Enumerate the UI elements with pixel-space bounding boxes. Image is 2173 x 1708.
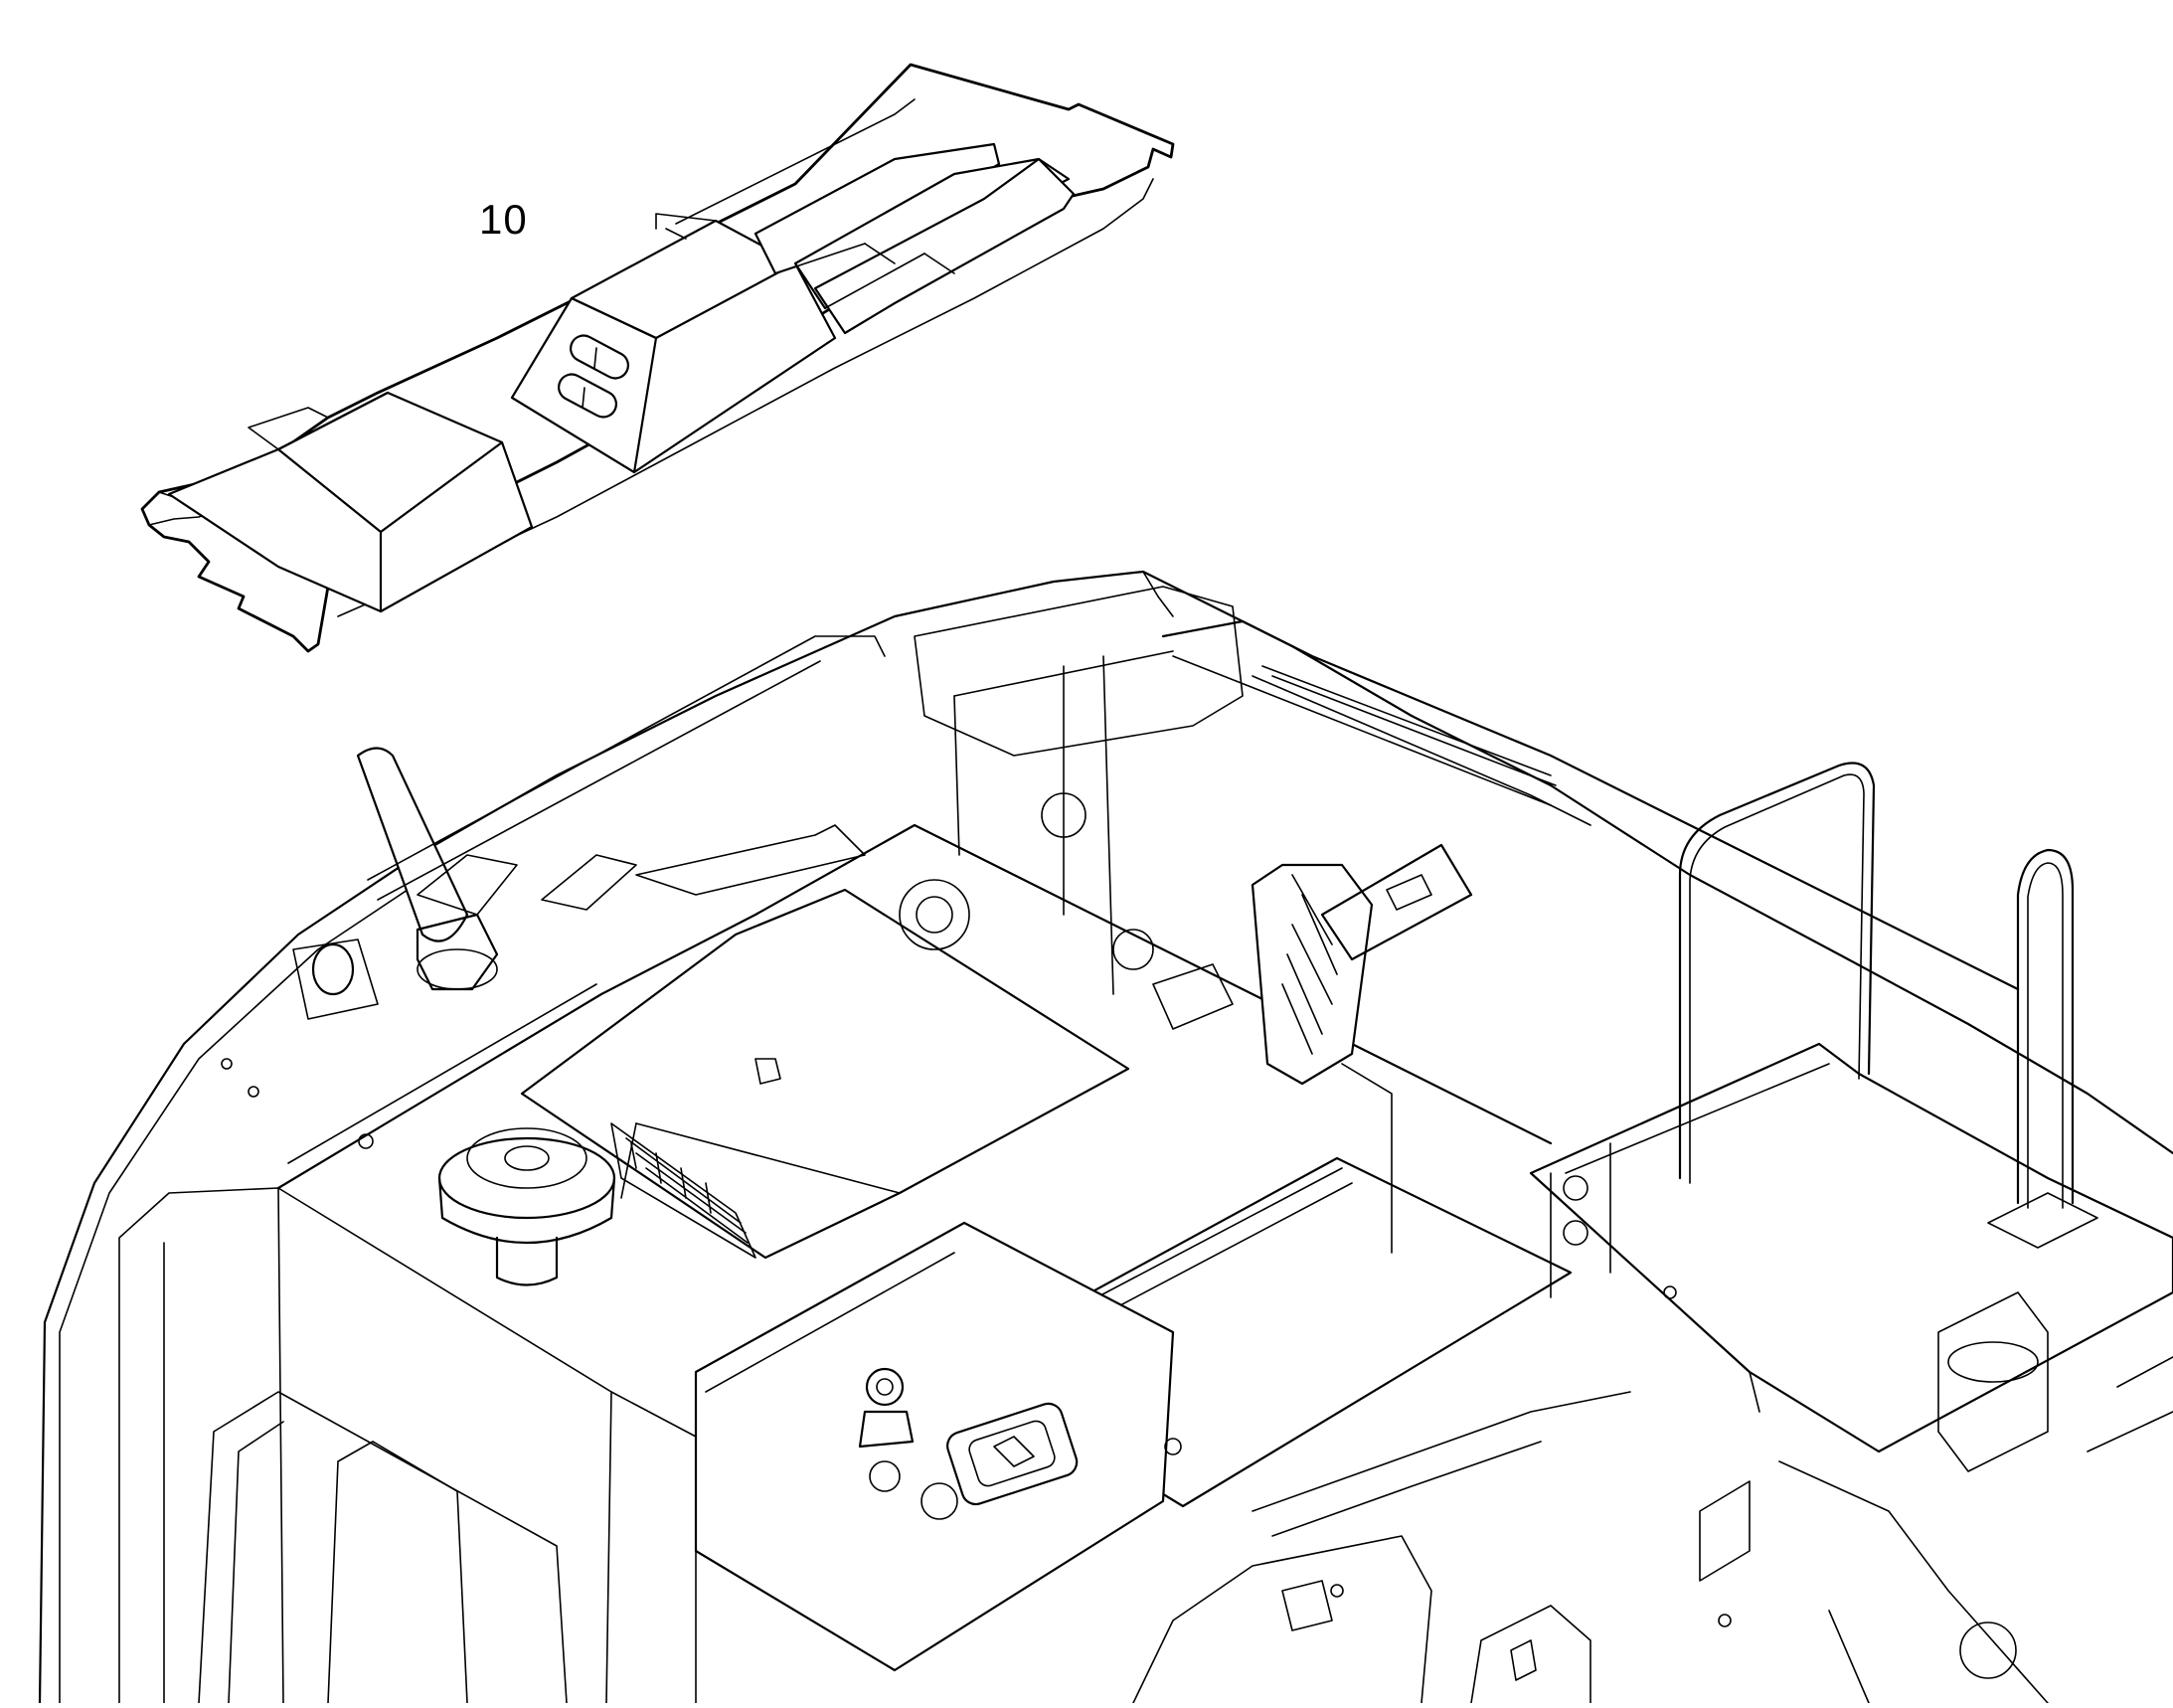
callout-label-10: 10 <box>479 196 528 243</box>
cover-panel-part-10 <box>140 63 1175 653</box>
machine-upper-structure <box>38 570 2173 1705</box>
grille-pattern <box>610 1122 756 1259</box>
